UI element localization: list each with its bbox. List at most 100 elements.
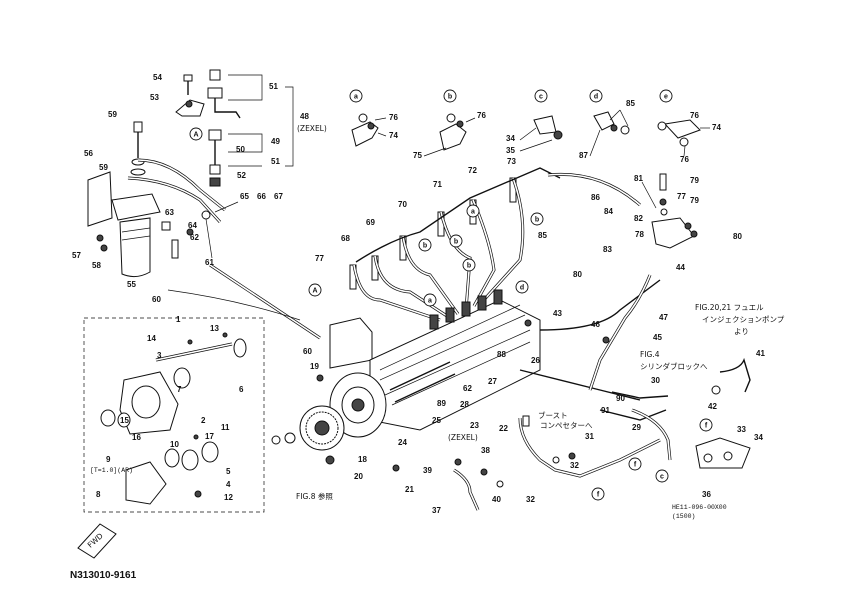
callout-ca3: a — [423, 293, 437, 307]
boost-comp-label-2: コンペセターへ — [540, 421, 593, 430]
part-number-p47: 47 — [659, 313, 668, 322]
boost-comp-label: ブースト — [538, 410, 568, 420]
part-number-p87: 87 — [579, 151, 588, 160]
bolt-59 — [133, 121, 143, 133]
part-number-p45: 45 — [653, 333, 662, 342]
detail-e — [657, 119, 710, 157]
fwd-arrow: FWD — [77, 523, 117, 559]
ring-10 — [164, 448, 180, 468]
part-number-p36: 36 — [702, 490, 711, 499]
part-number-p83: 83 — [603, 245, 612, 254]
part-number-p19: 19 — [310, 362, 319, 371]
part-number-p40: 40 — [492, 495, 501, 504]
fuel-pipe-47 — [588, 274, 652, 391]
part-number-p54: 54 — [153, 73, 162, 82]
bolt-32 — [552, 456, 560, 464]
svg-text:b: b — [423, 243, 427, 250]
part-number-p80a: 80 — [573, 270, 582, 279]
part-number-p52: 52 — [237, 171, 246, 180]
filter-bracket-56 — [87, 171, 113, 227]
part-number-p76c: 76 — [690, 111, 699, 120]
filter-cartridge-55 — [119, 217, 151, 278]
callout-cd2: d — [515, 280, 529, 294]
link-lever — [214, 98, 241, 119]
link-ball-joint — [209, 164, 221, 175]
svg-text:a: a — [354, 94, 358, 101]
bolt-58 — [100, 244, 108, 252]
callout-cb4: b — [462, 258, 476, 272]
link-end-lower — [209, 177, 221, 187]
part-number-p82: 82 — [634, 214, 643, 223]
hose-41 — [719, 357, 751, 393]
bolt-39 — [454, 458, 462, 466]
part-number-p34b: 34 — [754, 433, 763, 442]
banjo-63 — [161, 221, 171, 231]
svg-text:a: a — [428, 298, 432, 305]
gear-6 — [233, 338, 247, 358]
bracket-80 — [651, 217, 695, 249]
bolt-13 — [222, 332, 228, 338]
part-number-p86: 86 — [591, 193, 600, 202]
part-number-p74b: 74 — [712, 123, 721, 132]
svg-text:f: f — [597, 492, 600, 499]
part-number-p51b: 51 — [271, 157, 280, 166]
callout-ca: a — [349, 89, 363, 103]
bolt-14 — [187, 339, 193, 345]
part-number-p84: 84 — [604, 207, 613, 216]
part-number-p62: 62 — [190, 233, 199, 242]
bolt-19 — [316, 374, 324, 382]
detail-c — [519, 115, 563, 152]
part-number-p60a: 60 — [152, 295, 161, 304]
fig4-label: FIG.4 — [640, 350, 660, 359]
part-number-p31: 31 — [585, 432, 594, 441]
part-number-p21: 21 — [405, 485, 414, 494]
part-number-p79b: 79 — [690, 196, 699, 205]
svg-text:A: A — [193, 132, 198, 139]
part-number-p30: 30 — [651, 376, 660, 385]
part-number-p68: 68 — [341, 234, 350, 243]
callout-cc2: c — [655, 469, 669, 483]
part-number-p28: 28 — [460, 400, 469, 409]
part-number-p15: 15 — [120, 416, 129, 425]
part-number-p62b: 62 — [463, 384, 472, 393]
part-number-p76a: 76 — [389, 113, 398, 122]
part-number-p85b: 85 — [538, 231, 547, 240]
part-number-p70: 70 — [398, 200, 407, 209]
sleeve-60 — [171, 239, 179, 259]
part-number-p72: 72 — [468, 166, 477, 175]
part-number-p56: 56 — [84, 149, 93, 158]
injection-pump — [271, 279, 661, 451]
callout-cA1: A — [189, 127, 203, 141]
clamp-b — [439, 123, 467, 151]
svg-text:A: A — [312, 288, 317, 295]
part-number-p16: 16 — [132, 433, 141, 442]
part-number-p88: 88 — [497, 350, 506, 359]
bolt-17 — [193, 434, 199, 440]
part-number-p2: 2 — [201, 416, 206, 425]
svg-text:b: b — [467, 263, 471, 270]
svg-text:f: f — [705, 423, 708, 430]
bolt-46 — [602, 336, 610, 344]
part-number-p63: 63 — [165, 208, 174, 217]
part-number-p10: 10 — [170, 440, 179, 449]
link-end-mid — [208, 129, 222, 141]
part-number-p46: 46 — [591, 320, 600, 329]
clamp-d — [593, 111, 615, 131]
callout-cb2: b — [530, 212, 544, 226]
part-number-p55: 55 — [127, 280, 136, 289]
detail-81 — [641, 173, 698, 249]
svg-text:d: d — [594, 94, 598, 101]
bolt-43 — [524, 319, 532, 327]
part-number-p80b: 80 — [733, 232, 742, 241]
part-number-p67: 67 — [274, 192, 283, 201]
part-number-p4: 4 — [226, 480, 231, 489]
part-number-p59a: 59 — [108, 110, 117, 119]
part-number-p33: 33 — [737, 425, 746, 434]
part-number-p71: 71 — [433, 180, 442, 189]
fig20-label: FIG.20,21 フュエル — [695, 303, 764, 312]
part-number-p42: 42 — [708, 402, 717, 411]
fig4-label-2: シリンダブロックへ — [640, 361, 708, 371]
part-number-p29: 29 — [632, 423, 641, 432]
part-number-p64: 64 — [188, 221, 197, 230]
